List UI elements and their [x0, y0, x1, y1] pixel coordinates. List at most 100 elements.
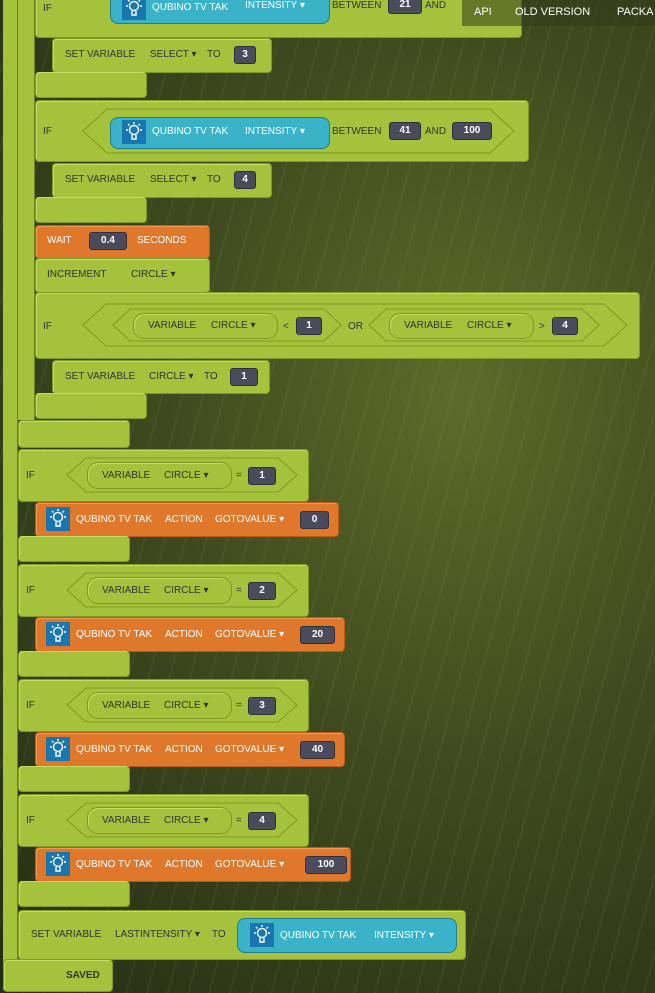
sensor-block[interactable] — [110, 0, 330, 24]
operator-label: BETWEEN — [332, 0, 382, 11]
to-label: TO — [204, 371, 218, 382]
wait-value-input[interactable]: 0.4 — [89, 232, 127, 250]
compare-hex-outline — [66, 802, 298, 838]
action-dropdown[interactable]: GOTOVALUE ▾ — [215, 859, 285, 870]
operator-label[interactable]: = — [236, 470, 242, 481]
variable-label: VARIABLE — [404, 320, 453, 331]
set-variable-label: SET VARIABLE — [65, 371, 136, 382]
action-value-input[interactable]: 0 — [300, 511, 329, 529]
variable-dropdown[interactable]: CIRCLE ▾ — [164, 470, 209, 481]
variable-dropdown[interactable]: LASTINTENSITY ▾ — [115, 929, 200, 940]
inner-block-spine[interactable] — [18, 0, 35, 420]
action-value-input[interactable]: 20 — [300, 626, 335, 644]
value-input[interactable]: 3 — [248, 697, 276, 715]
block-footer — [18, 536, 130, 562]
device-action-block[interactable] — [35, 847, 351, 882]
property-dropdown[interactable]: INTENSITY ▾ — [245, 126, 305, 137]
outer-block-spine[interactable] — [3, 0, 18, 990]
variable-block[interactable] — [87, 692, 232, 719]
lightbulb-icon — [46, 507, 70, 531]
lightbulb-icon — [46, 622, 70, 646]
device-action-block[interactable] — [35, 617, 345, 652]
value-input[interactable]: 2 — [248, 582, 276, 600]
if-keyword: IF — [43, 321, 52, 332]
value-input[interactable]: 4 — [552, 317, 578, 335]
if-keyword: IF — [26, 470, 35, 481]
device-action-block[interactable] — [35, 502, 339, 537]
value-input[interactable]: 3 — [234, 46, 256, 64]
block-footer — [3, 959, 113, 992]
high-value[interactable]: 100 — [452, 122, 492, 140]
variable-dropdown[interactable]: CIRCLE ▾ — [164, 585, 209, 596]
operator-label[interactable]: < — [283, 321, 289, 332]
low-value[interactable]: 41 — [389, 122, 421, 140]
value-input[interactable]: 4 — [234, 171, 256, 189]
sensor-block[interactable] — [110, 117, 330, 149]
value-input[interactable]: 1 — [248, 467, 276, 485]
variable-dropdown[interactable]: CIRCLE ▾ — [467, 320, 512, 331]
if-keyword: IF — [43, 3, 52, 14]
variable-block[interactable] — [87, 577, 232, 604]
if-or-block[interactable] — [35, 292, 640, 359]
action-dropdown[interactable]: GOTOVALUE ▾ — [215, 514, 285, 525]
action-dropdown[interactable]: GOTOVALUE ▾ — [215, 744, 285, 755]
variable-block[interactable] — [87, 462, 232, 489]
action-label: ACTION — [165, 629, 203, 640]
device-action-block[interactable] — [35, 732, 345, 767]
action-value-input[interactable]: 40 — [300, 741, 335, 759]
operator-label[interactable]: > — [539, 321, 545, 332]
lightbulb-icon — [46, 852, 70, 876]
variable-block[interactable] — [87, 807, 232, 834]
value-input[interactable]: 4 — [248, 812, 276, 830]
variable-dropdown[interactable]: CIRCLE ▾ — [131, 269, 176, 280]
block-footer — [18, 766, 130, 792]
compare-hex-outline — [112, 308, 342, 342]
and-label: AND — [425, 0, 447, 11]
increment-block[interactable] — [35, 258, 210, 293]
if-keyword: IF — [26, 700, 35, 711]
to-label: TO — [207, 49, 221, 60]
device-name: QUBINO TV TAK — [280, 930, 357, 941]
action-label: ACTION — [165, 744, 203, 755]
property-dropdown[interactable]: INTENSITY ▾ — [374, 930, 434, 941]
nav-api[interactable]: API — [474, 6, 492, 18]
compare-hex-outline — [66, 687, 298, 723]
lightbulb-icon — [46, 737, 70, 761]
nav-packages[interactable]: PACKA — [617, 6, 654, 18]
nav-old-version[interactable]: OLD VERSION — [515, 6, 591, 18]
set-variable-label: SET VARIABLE — [65, 49, 136, 60]
value-input[interactable]: 1 — [296, 317, 322, 335]
variable-dropdown[interactable]: CIRCLE ▾ — [164, 815, 209, 826]
property-dropdown[interactable]: INTENSITY ▾ — [245, 0, 305, 11]
action-dropdown[interactable]: GOTOVALUE ▾ — [215, 629, 285, 640]
variable-dropdown[interactable]: CIRCLE ▾ — [211, 320, 256, 331]
block-footer — [35, 393, 147, 419]
action-value-input[interactable]: 100 — [305, 856, 347, 874]
set-variable-label: SET VARIABLE — [31, 929, 102, 940]
device-name: QUBINO TV TAK — [76, 859, 153, 870]
set-variable-label: SET VARIABLE — [65, 174, 136, 185]
lightbulb-icon — [122, 120, 146, 144]
compare-hex-outline — [368, 308, 600, 342]
operator-label[interactable]: = — [236, 700, 242, 711]
variable-dropdown[interactable]: SELECT ▾ — [150, 174, 197, 185]
value-input[interactable]: 1 — [230, 368, 258, 386]
block-footer — [18, 420, 130, 448]
action-label: ACTION — [165, 859, 203, 870]
variable-dropdown[interactable]: SELECT ▾ — [150, 49, 197, 60]
variable-block[interactable] — [133, 313, 278, 339]
operator-label[interactable]: = — [236, 585, 242, 596]
variable-dropdown[interactable]: CIRCLE ▾ — [149, 371, 194, 382]
to-label: TO — [207, 174, 221, 185]
low-value[interactable]: 21 — [388, 0, 422, 14]
variable-dropdown[interactable]: CIRCLE ▾ — [164, 700, 209, 711]
increment-label: INCREMENT — [47, 269, 107, 280]
if-keyword: IF — [26, 815, 35, 826]
compare-hex-outline — [66, 572, 298, 608]
operator-label[interactable]: = — [236, 815, 242, 826]
if-keyword: IF — [26, 585, 35, 596]
device-name: QUBINO TV TAK — [152, 126, 229, 137]
variable-block[interactable] — [389, 313, 534, 339]
action-label: ACTION — [165, 514, 203, 525]
to-label: TO — [212, 929, 226, 940]
